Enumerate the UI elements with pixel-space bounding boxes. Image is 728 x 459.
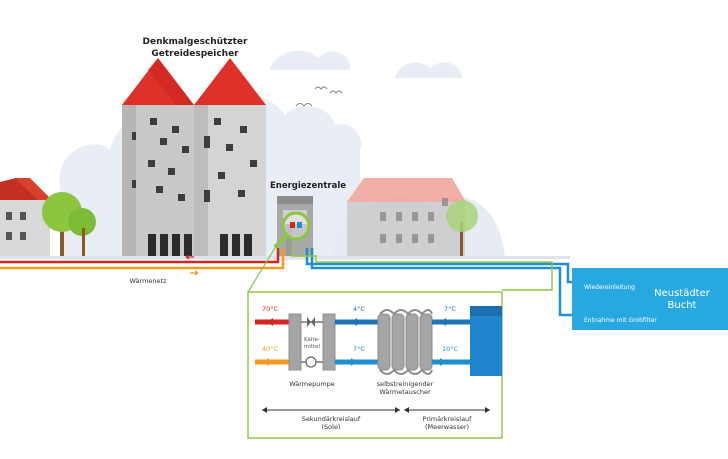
flow-arrow-icon [185, 254, 194, 260]
street [0, 256, 570, 259]
district-heating-label: Wärmenetz [130, 277, 168, 285]
heat-pump [288, 313, 302, 371]
bird-icon [329, 90, 343, 94]
heat-pump [322, 313, 336, 371]
house-right [347, 178, 478, 256]
bay-name-line2: Bucht [668, 300, 697, 311]
temp-primary-bottom: 10°C [442, 345, 459, 353]
secondary-loop-line2: (Sole) [322, 423, 341, 431]
detail-box [247, 291, 503, 439]
return-label: Wiedereinleitung [584, 284, 635, 291]
exchanger-label-line2: Wärmetauscher [379, 388, 431, 396]
primary-loop-line1: Primärkreislauf [423, 415, 473, 423]
tree-left [42, 192, 96, 256]
labels: Denkmalgeschützter Getreidespeicher Ener… [130, 37, 711, 431]
magnifier-icon [274, 211, 311, 248]
seawater-tank [470, 306, 502, 376]
background-cloud [395, 62, 462, 78]
detail-connector [291, 244, 553, 291]
intake-label: Entnahme mit Grobfilter [584, 317, 657, 324]
primary-loop-line2: (Meerwasser) [425, 423, 469, 431]
bay-name-line1: Neustädter [654, 288, 711, 299]
refrigerant-label-line2: mittel [304, 344, 321, 350]
title-line1: Denkmalgeschützter [143, 37, 249, 47]
temp-return-hot: 40°C [262, 345, 279, 353]
title-line2: Getreidespeicher [151, 49, 239, 59]
temp-secondary-bottom: 7°C [353, 345, 365, 353]
bird-icon [295, 103, 313, 107]
bird-icon [314, 86, 328, 90]
heat-pump-label: Wärmepumpe [289, 380, 335, 388]
bay-water [572, 268, 728, 330]
compressor-icon [305, 356, 317, 368]
secondary-loop-line1: Sekundärkreislauf [302, 415, 361, 423]
energy-center-label: Energiezentrale [270, 181, 346, 191]
heat-exchanger [377, 309, 433, 375]
detail-connector [247, 247, 276, 293]
district-heating-pipes [0, 248, 285, 276]
background-cloud [270, 50, 351, 70]
temp-primary-top: 7°C [444, 305, 456, 313]
flow-arrow-icon [190, 270, 199, 276]
temp-supply-hot: 70°C [262, 305, 279, 313]
temp-secondary-top: 4°C [353, 305, 365, 313]
house-left [0, 178, 52, 256]
refrigerant-label-line1: Kälte- [304, 337, 320, 343]
valve-icon [307, 317, 315, 327]
exchanger-label-line1: selbstreinigender [377, 380, 434, 388]
granary-building [122, 58, 266, 257]
